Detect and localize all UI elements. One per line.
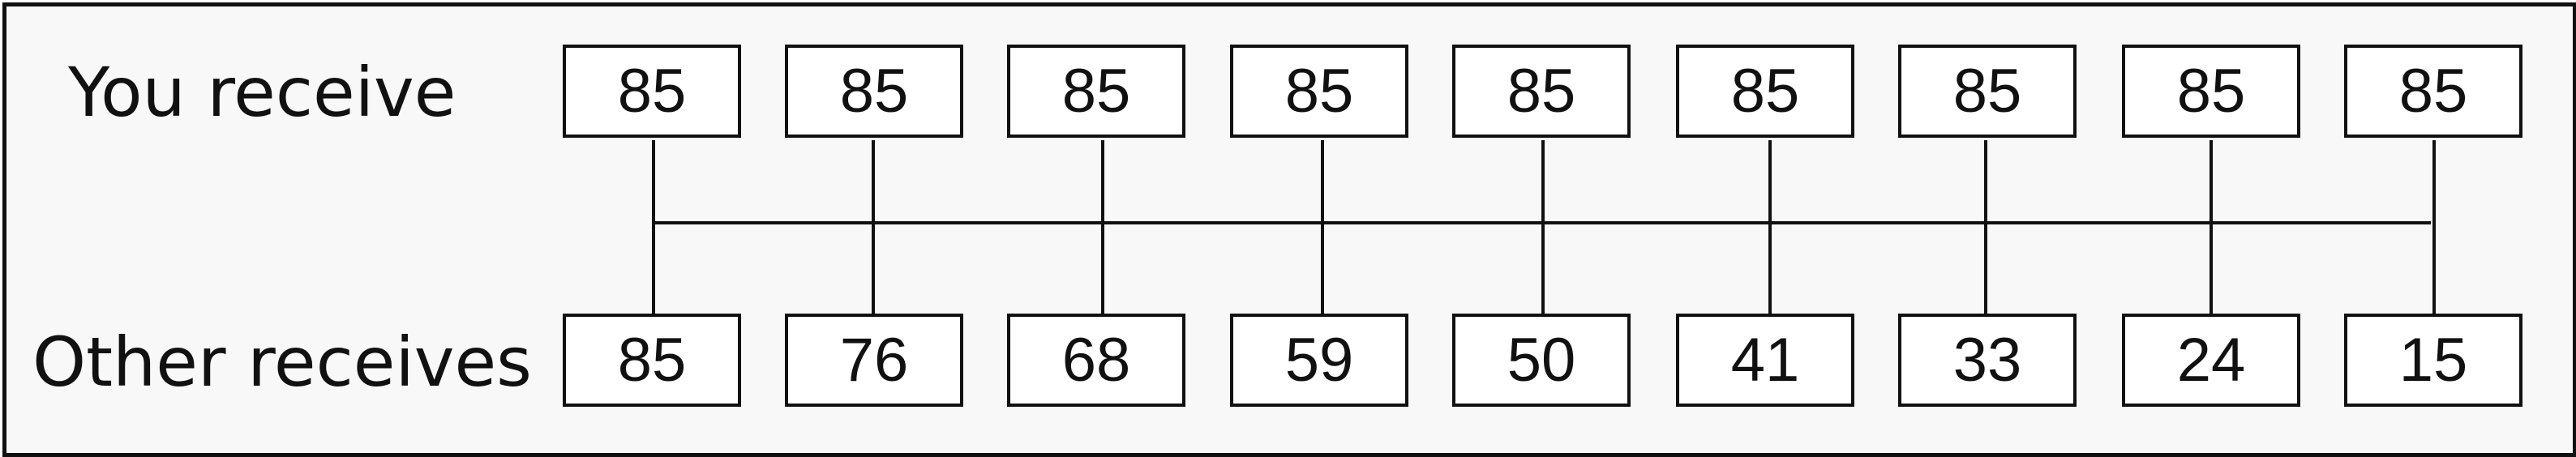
you-receive-label: You receive [68, 53, 456, 132]
you-receive-option-4[interactable]: 85 [1230, 45, 1408, 138]
other-receives-option-4[interactable]: 59 [1230, 314, 1408, 407]
other-receives-label: Other receives [32, 322, 532, 402]
you-receive-option-5[interactable]: 85 [1452, 45, 1631, 138]
other-receives-option-9[interactable]: 15 [2344, 314, 2522, 407]
other-receives-option-3[interactable]: 68 [1007, 314, 1185, 407]
you-receive-option-2[interactable]: 85 [785, 45, 963, 138]
you-receive-option-1[interactable]: 85 [563, 45, 741, 138]
other-receives-option-7[interactable]: 33 [1898, 314, 2077, 407]
other-receives-option-1[interactable]: 85 [563, 314, 741, 407]
you-receive-option-8[interactable]: 85 [2122, 45, 2300, 138]
you-receive-option-6[interactable]: 85 [1676, 45, 1854, 138]
you-receive-option-7[interactable]: 85 [1898, 45, 2077, 138]
other-receives-option-6[interactable]: 41 [1676, 314, 1854, 407]
other-receives-option-2[interactable]: 76 [785, 314, 963, 407]
other-receives-option-8[interactable]: 24 [2122, 314, 2300, 407]
other-receives-option-5[interactable]: 50 [1452, 314, 1631, 407]
you-receive-option-9[interactable]: 85 [2344, 45, 2522, 138]
you-receive-option-3[interactable]: 85 [1007, 45, 1185, 138]
